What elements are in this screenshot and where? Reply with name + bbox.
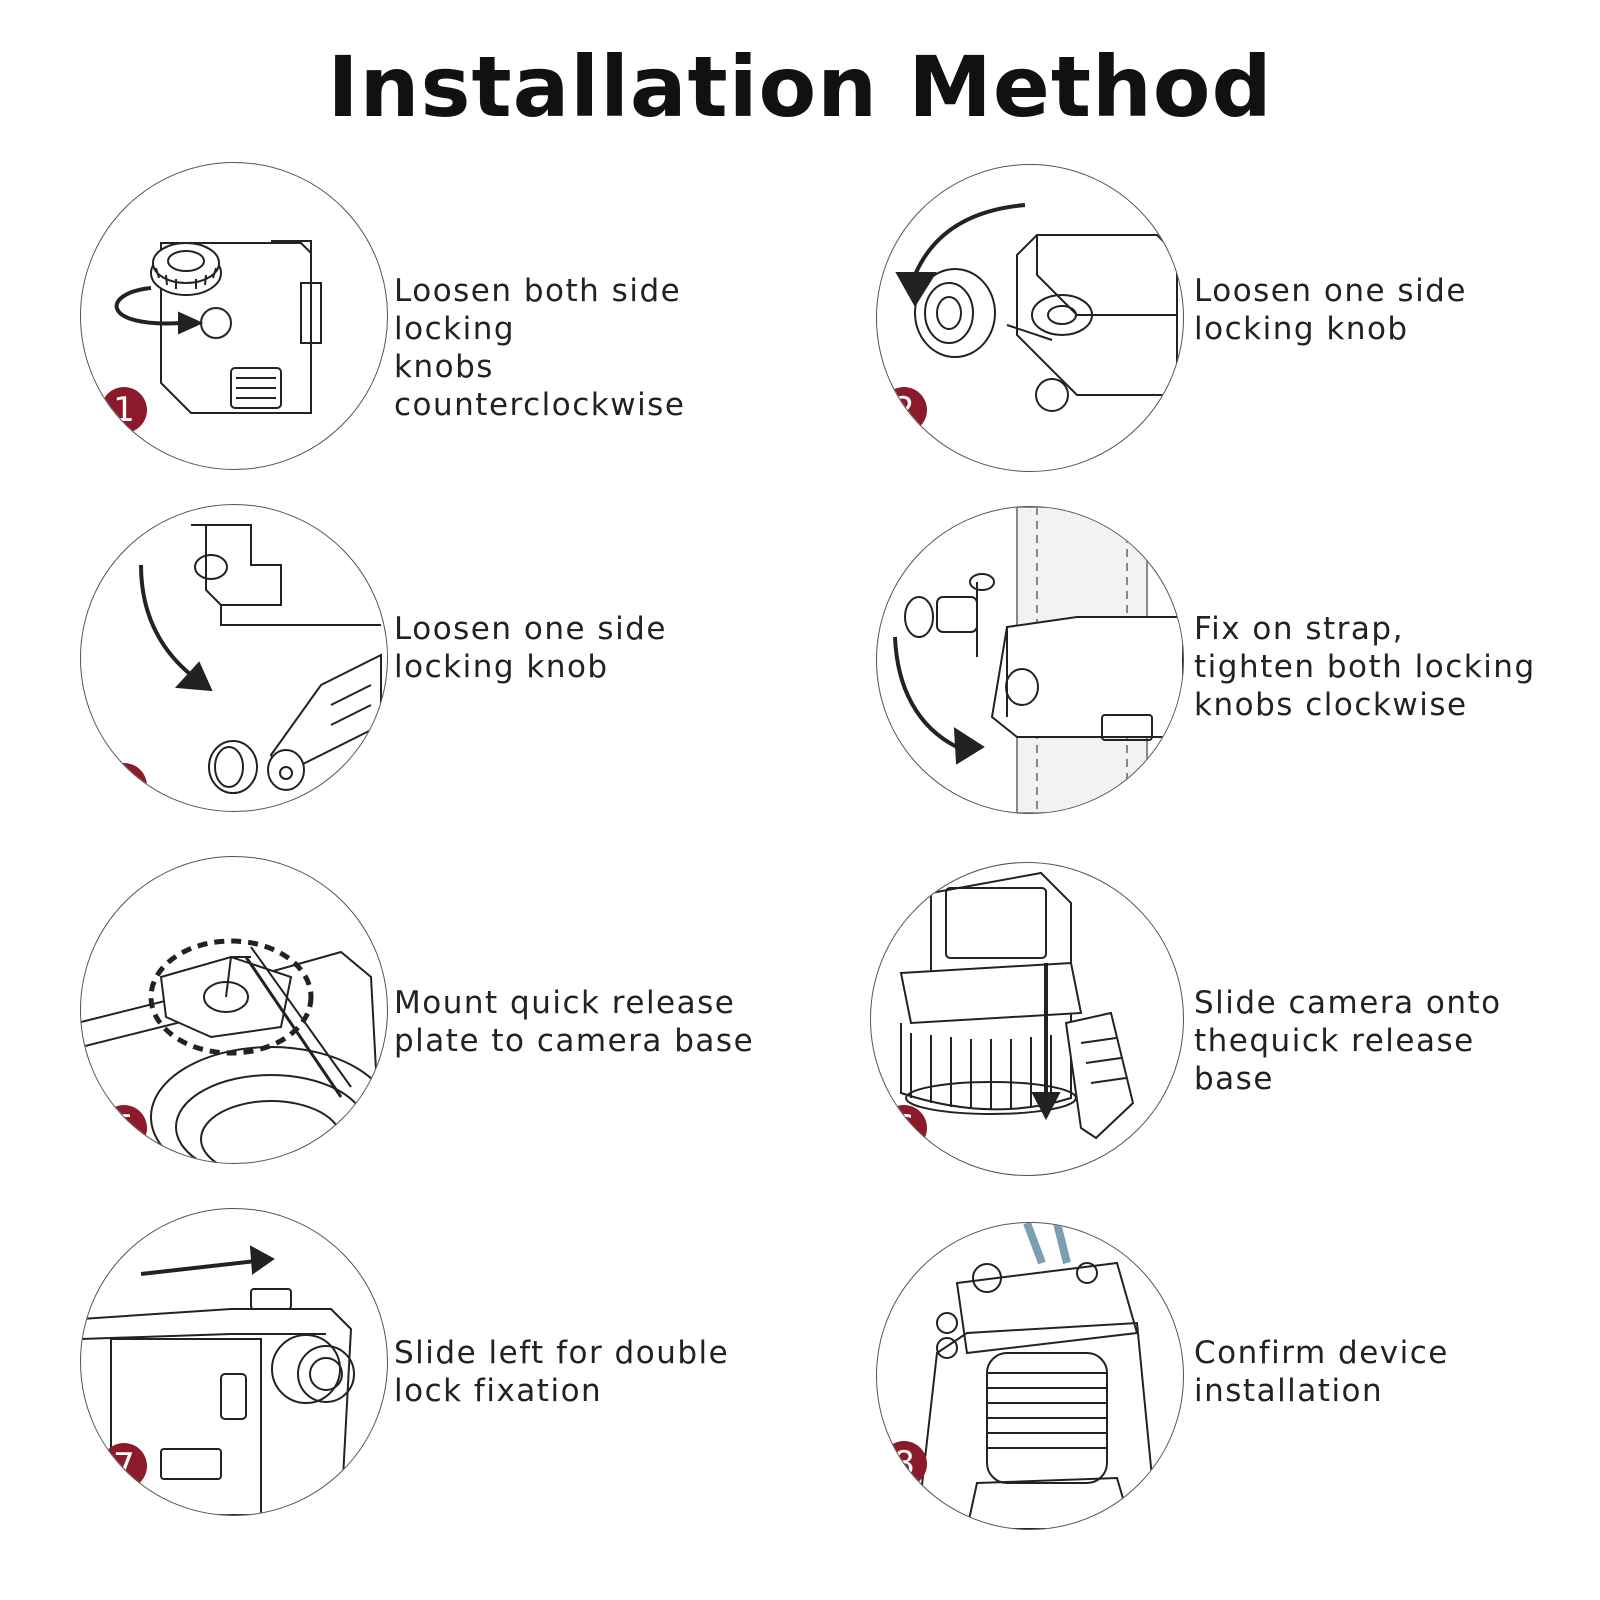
step-7: 7 Slide left for double lock fixation [80, 1208, 840, 1538]
step-7-illustration: 7 [80, 1208, 388, 1516]
step-8-text: Confirm device installation [1194, 1335, 1449, 1409]
step-2-badge: 2 [881, 387, 927, 433]
step-6-badge: 6 [881, 1105, 927, 1151]
step-7-badge: 7 [101, 1443, 147, 1489]
step-1-text: Loosen both side locking knobs countercl… [394, 273, 686, 423]
step-1-illustration: 1 [80, 162, 388, 470]
step-3-illustration: 3 [80, 504, 388, 812]
step-1: 1 Loosen both side locking knobs counter… [80, 162, 840, 492]
step-4-badge: 4 [881, 769, 927, 813]
page-title: Installation Method [327, 38, 1273, 136]
step-5-badge: 5 [101, 1105, 147, 1151]
step-5-illustration: 5 [80, 856, 388, 1164]
step-3: 3 Loosen one side locking knob [80, 504, 840, 834]
step-8: 8 Confirm device installation [876, 1222, 1600, 1552]
step-2: 2 Loosen one side locking knob [876, 164, 1600, 494]
step-2-illustration: 2 [876, 164, 1184, 472]
step-5-text: Mount quick release plate to camera base [394, 985, 755, 1059]
step-8-illustration: 8 [876, 1222, 1184, 1530]
step-6-illustration: 6 [870, 862, 1184, 1176]
step-6: 6 Slide camera onto thequick release bas… [870, 862, 1600, 1192]
step-5: 5 Mount quick release plate to camera ba… [80, 856, 840, 1186]
step-2-text: Loosen one side locking knob [1194, 273, 1467, 347]
step-4-text: Fix on strap, tighten both locking knobs… [1194, 611, 1536, 723]
step-1-badge: 1 [101, 387, 147, 433]
step-6-text: Slide camera onto thequick release base [1194, 985, 1502, 1097]
step-8-badge: 8 [881, 1441, 927, 1487]
step-4: 4 Fix on strap, tighten both locking kno… [876, 506, 1600, 836]
step-3-text: Loosen one side locking knob [394, 611, 667, 685]
step-4-illustration: 4 [876, 506, 1184, 814]
step-7-text: Slide left for double lock fixation [394, 1335, 730, 1409]
step-3-badge: 3 [101, 763, 147, 809]
